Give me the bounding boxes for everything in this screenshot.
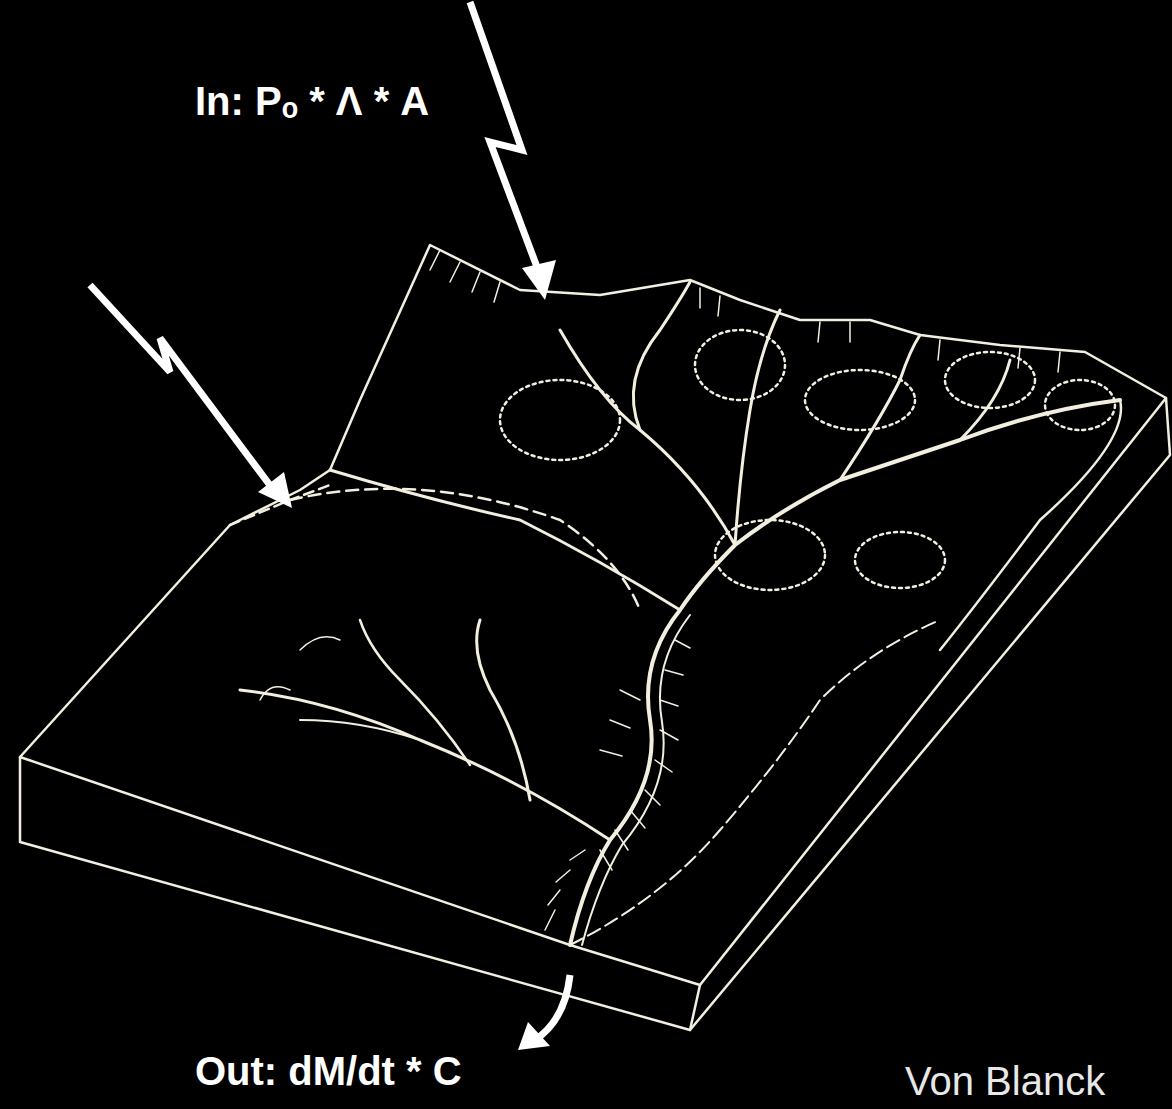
hachure [600,640,690,870]
tributary [960,360,1010,440]
tributary [633,282,690,430]
hachure [545,850,585,930]
cirque [715,520,825,590]
tributary [735,310,780,545]
cirque [1045,380,1115,430]
cirque [805,370,915,430]
cirque [695,330,785,400]
gully [300,720,420,740]
source-credit: Von Blanck [905,1058,1105,1104]
tributary [330,470,680,610]
output-formula: Out: dM/dt * C [195,1048,462,1094]
input-arrow [90,285,272,488]
hillslope-edge [570,620,940,945]
input-formula: In: Pₒ * Λ * A [195,78,429,124]
arrowhead [258,472,292,508]
main-river [570,400,1120,945]
surface-outline [20,245,1166,985]
hachure [260,637,640,756]
block-side-face [690,398,1170,1030]
input-arrow [470,2,540,275]
hachure [430,250,1060,372]
cirque [945,352,1035,408]
tributary [360,620,470,765]
cirque [500,380,620,460]
ridge-line [940,400,1121,650]
tributary [840,335,920,480]
tributary [560,330,735,545]
output-arrow [535,975,570,1040]
cirque [855,532,945,588]
river-bank [582,615,690,945]
tributary [240,690,610,840]
arrowhead [522,260,556,300]
tributary [477,620,530,800]
arrowhead [518,1022,550,1050]
